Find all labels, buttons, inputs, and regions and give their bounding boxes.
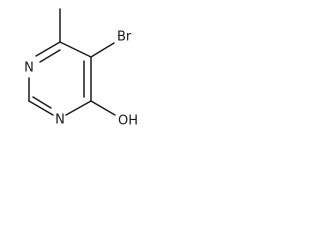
bond-n1-c6-double	[39, 49, 61, 63]
bond-n3-c2-double	[32, 96, 52, 109]
bond-c4-oh	[90, 100, 116, 116]
bond-c4-n3	[65, 100, 92, 116]
bond-c6-c5	[59, 41, 92, 58]
atom-n1-label: N	[24, 61, 34, 76]
bond-c5-br	[90, 42, 115, 58]
bond-n1-c6	[35, 41, 61, 57]
atom-oh-label: OH	[118, 114, 138, 129]
bond-n3-c2	[28, 100, 54, 116]
molecule-structure: N N Br OH	[24, 8, 138, 129]
atom-br-label: Br	[117, 30, 132, 45]
atom-n3-label: N	[55, 113, 65, 128]
